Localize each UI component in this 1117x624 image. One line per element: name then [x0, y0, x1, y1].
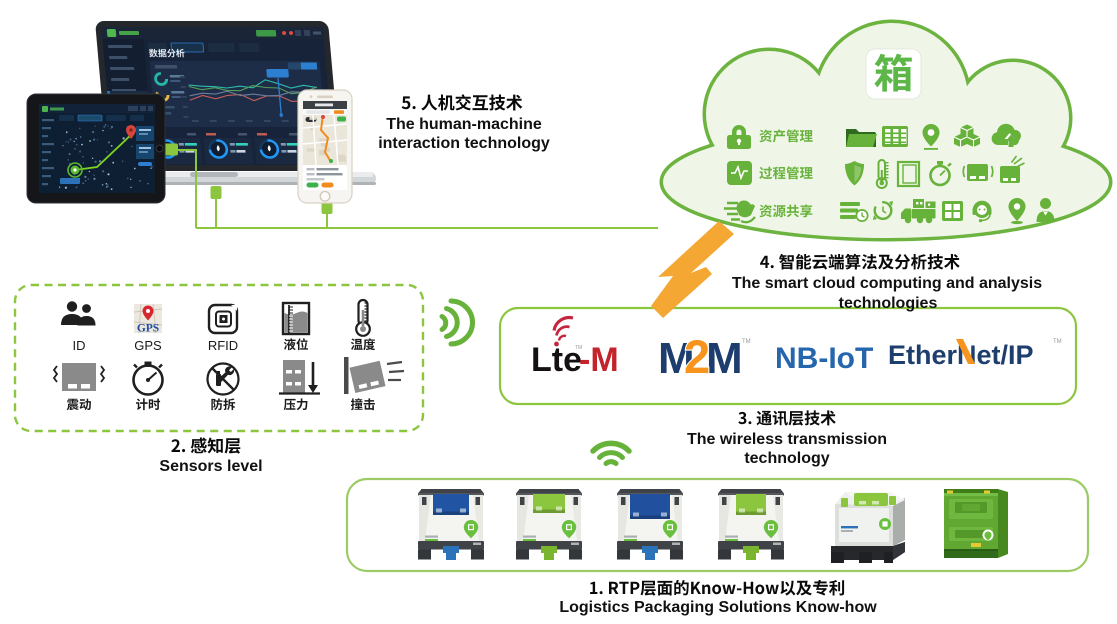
svg-text:The human-machine: The human-machine — [386, 116, 542, 133]
svg-text:TM: TM — [1053, 339, 1062, 345]
svg-text:M: M — [658, 334, 695, 383]
svg-text:The smart cloud computing and: The smart cloud computing and analysis — [732, 275, 1042, 292]
svg-text:2: 2 — [684, 330, 710, 383]
svg-text:technology: technology — [744, 450, 829, 467]
svg-text:GPS: GPS — [137, 323, 159, 335]
svg-text:technologies: technologies — [839, 295, 938, 312]
svg-text:M: M — [706, 334, 743, 383]
svg-text:RFID: RFID — [208, 338, 238, 353]
svg-text:Logistics Packaging Solutions: Logistics Packaging Solutions Know-how — [559, 599, 877, 616]
svg-text:ID: ID — [73, 338, 86, 353]
svg-text:TM: TM — [742, 339, 751, 345]
svg-text:TM: TM — [575, 345, 582, 351]
svg-text:Lte: Lte — [531, 341, 582, 379]
svg-text:interaction technology: interaction technology — [378, 135, 550, 152]
svg-text:-M: -M — [579, 341, 619, 379]
svg-text:Sensors level: Sensors level — [159, 458, 262, 475]
svg-text:The wireless transmission: The wireless transmission — [687, 431, 887, 448]
svg-text:GPS: GPS — [134, 338, 162, 353]
svg-text:NB-IoT: NB-IoT — [775, 342, 873, 375]
